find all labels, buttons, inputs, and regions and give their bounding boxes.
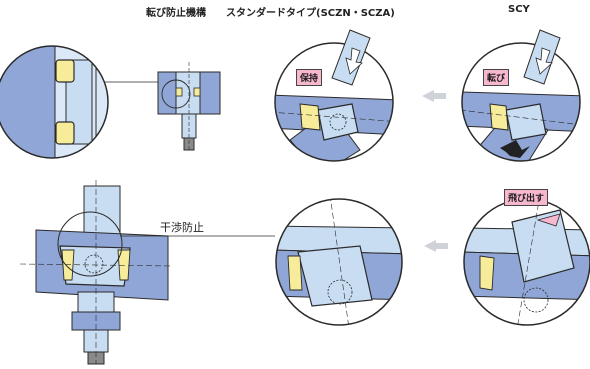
push-arrow-hold xyxy=(331,29,371,86)
magnifier-ring xyxy=(0,45,109,159)
interference-prevention-view xyxy=(276,199,402,325)
transition-arrow-top xyxy=(422,90,446,102)
tag-tip: 転び xyxy=(483,69,510,86)
small-cross-section xyxy=(157,62,221,152)
header-mechanism: 転び防止機構 xyxy=(146,8,206,19)
header-scy: SCY xyxy=(508,4,530,15)
tag-hold: 保持 xyxy=(296,69,323,86)
tag-pop-out: 飛び出す xyxy=(504,189,549,206)
assembly-cross-section xyxy=(19,180,173,365)
standard-type-holding-view xyxy=(275,43,393,161)
scy-pop-out-view xyxy=(464,199,590,325)
transition-arrow-bottom xyxy=(424,240,448,252)
callout-interference: 干渉防止 xyxy=(160,221,204,234)
scy-tipping-view xyxy=(462,43,580,161)
header-standard-type: スタンダードタイプ(SCZN・SCZA) xyxy=(226,8,395,19)
magnified-view-mechanism xyxy=(0,46,108,158)
push-arrow-tip xyxy=(523,29,561,85)
